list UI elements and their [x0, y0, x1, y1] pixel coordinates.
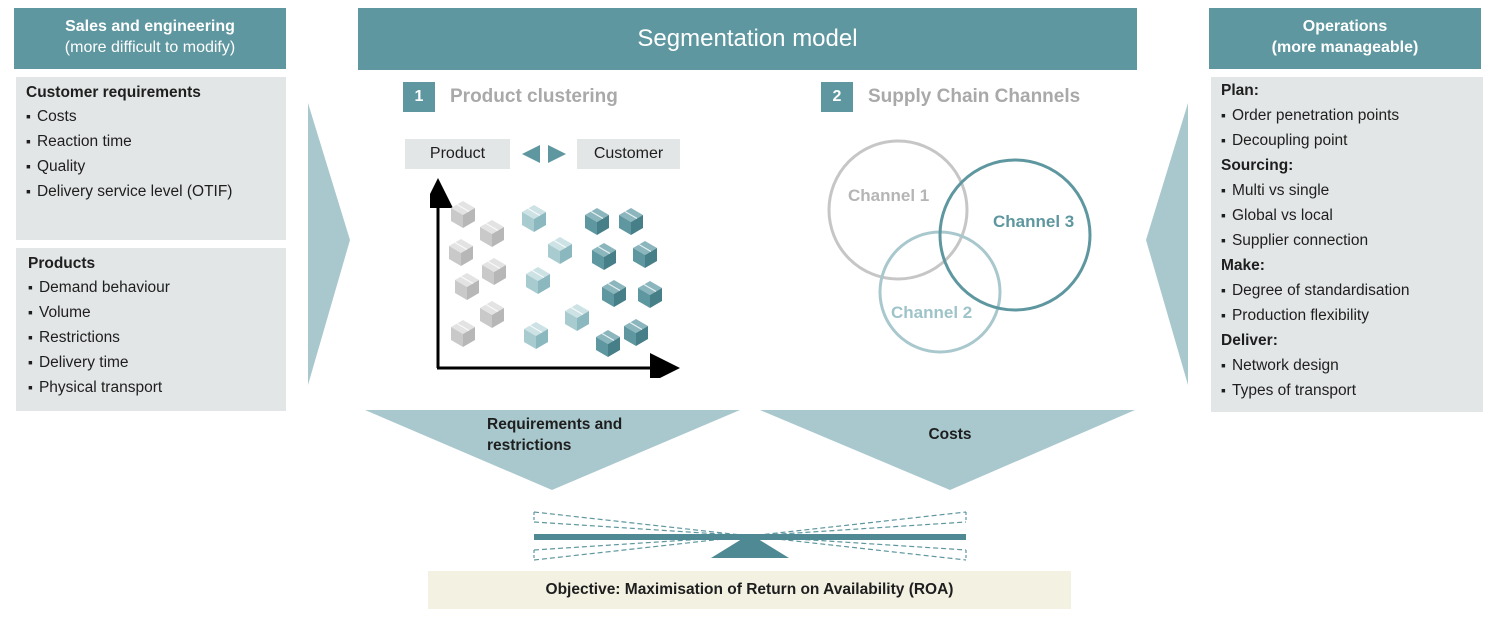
- list-item: Global vs local: [1221, 203, 1473, 228]
- segmentation-model-title: Segmentation model: [358, 8, 1137, 70]
- clustering-number-badge: 1: [403, 82, 435, 112]
- requirements-restrictions-label: Requirements and restrictions: [487, 416, 623, 454]
- box-icon: [623, 318, 649, 347]
- list-item: Reaction time: [26, 129, 276, 154]
- list-item: Delivery time: [28, 350, 276, 375]
- list-item: Order penetration points: [1221, 103, 1473, 128]
- box-icon: [523, 321, 549, 350]
- supply-chain-channels-venn: [827, 139, 1092, 354]
- list-item: Multi vs single: [1221, 178, 1473, 203]
- operations-title: Operations: [1302, 18, 1388, 35]
- customer-label: Customer: [577, 139, 680, 169]
- channel-3-circle: [938, 158, 1092, 312]
- operations-box: Plan: Order penetration points Decouplin…: [1211, 77, 1483, 412]
- channel-1-label: Channel 1: [848, 186, 930, 205]
- box-icon: [632, 240, 658, 269]
- sourcing-title: Sourcing:: [1221, 157, 1294, 174]
- bidirectional-arrow-icon: [522, 145, 566, 163]
- objective-banner: Objective: Maximisation of Return on Ava…: [428, 571, 1071, 609]
- box-icon: [564, 303, 590, 332]
- box-icon: [450, 200, 476, 229]
- right-arrow-shape: [1146, 103, 1188, 385]
- supply-chain-channels-title: Supply Chain Channels: [868, 86, 1081, 107]
- channels-number-badge: 2: [821, 82, 853, 112]
- list-item: Physical transport: [28, 375, 276, 400]
- customer-requirements-title: Customer requirements: [26, 84, 201, 101]
- costs-label: Costs: [928, 426, 972, 443]
- list-item: Degree of standardisation: [1221, 278, 1473, 303]
- channel-1-circle: [827, 139, 969, 281]
- operations-header: Operations (more manageable): [1209, 8, 1481, 69]
- box-icon: [479, 219, 505, 248]
- costs-funnel: [760, 410, 1135, 490]
- box-icon: [618, 207, 644, 236]
- list-item: Restrictions: [28, 325, 276, 350]
- list-item: Production flexibility: [1221, 303, 1473, 328]
- products-box: Products Demand behaviour Volume Restric…: [16, 248, 286, 411]
- list-item: Types of transport: [1221, 378, 1473, 403]
- product-label: Product: [405, 139, 510, 169]
- channel-3-label: Channel 3: [993, 212, 1075, 231]
- deliver-title: Deliver:: [1221, 332, 1278, 349]
- box-icon: [584, 207, 610, 236]
- balance-scale: [533, 511, 967, 561]
- box-icon: [450, 319, 476, 348]
- box-icon: [454, 272, 480, 301]
- list-item: Quality: [26, 154, 276, 179]
- products-title: Products: [28, 255, 96, 272]
- sales-engineering-title: Sales and engineering: [65, 18, 235, 35]
- list-item: Supplier connection: [1221, 228, 1473, 253]
- list-item: Volume: [28, 300, 276, 325]
- sales-engineering-subtitle: (more difficult to modify): [64, 39, 236, 56]
- box-icon: [521, 204, 547, 233]
- box-icon: [591, 242, 617, 271]
- left-arrow-shape: [308, 103, 350, 385]
- list-item: Network design: [1221, 353, 1473, 378]
- list-item: Demand behaviour: [28, 275, 276, 300]
- customer-requirements-box: Customer requirements Costs Reaction tim…: [16, 77, 286, 240]
- box-icon: [595, 329, 621, 358]
- plan-title: Plan:: [1221, 82, 1259, 99]
- channel-2-label: Channel 2: [891, 303, 973, 322]
- arrow-left-icon: [522, 145, 540, 163]
- operations-subtitle: (more manageable): [1271, 39, 1419, 56]
- product-clustering-title: Product clustering: [450, 86, 618, 107]
- box-icon: [448, 238, 474, 267]
- make-title: Make:: [1221, 257, 1265, 274]
- list-item: Costs: [26, 104, 276, 129]
- box-icon: [525, 266, 551, 295]
- requirements-funnel: [365, 410, 740, 490]
- box-icon: [479, 300, 505, 329]
- box-icon: [547, 236, 573, 265]
- list-item: Decoupling point: [1221, 128, 1473, 153]
- product-clustering-plot: [430, 178, 680, 378]
- box-icon: [601, 279, 627, 308]
- sales-engineering-header: Sales and engineering (more difficult to…: [14, 8, 286, 69]
- box-icon: [637, 280, 663, 309]
- list-item: Delivery service level (OTIF): [26, 179, 276, 204]
- box-icon: [481, 257, 507, 286]
- arrow-right-icon: [548, 145, 566, 163]
